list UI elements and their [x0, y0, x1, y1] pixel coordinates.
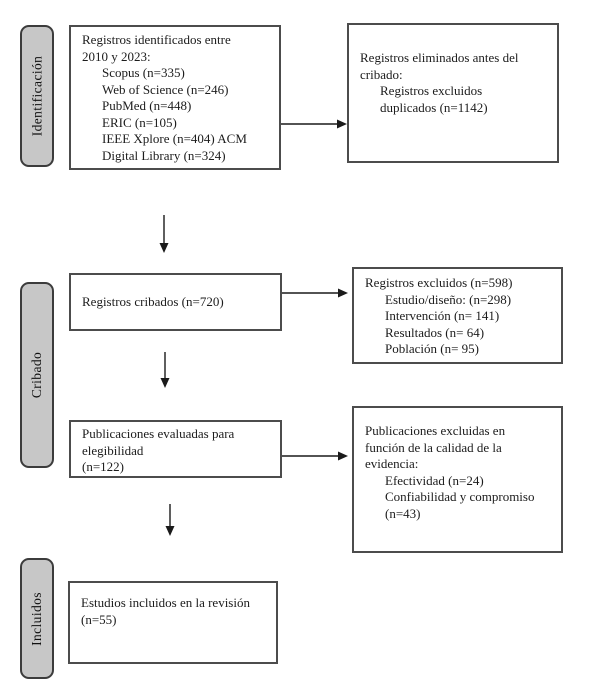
box-studies-included: Estudios incluidos en la revisión (n=55) — [68, 581, 278, 664]
box-text-item: Confiabilidad y compromiso — [385, 489, 535, 504]
box-text-item: IEEE Xplore (n=404) ACM — [102, 131, 247, 146]
box-publications-assessed: Publicaciones evaluadas para elegibilida… — [69, 420, 282, 478]
box-text-line: Registros excluidos (n=598) — [365, 275, 513, 290]
box-text-item: ERIC (n=105) — [102, 114, 177, 130]
box-text-item: Web of Science (n=246) — [102, 81, 229, 97]
box-text-item: PubMed (n=448) — [102, 98, 192, 113]
box-text-item: Población (n= 95) — [385, 341, 479, 356]
box-records-identified: Registros identificados entre 2010 y 202… — [69, 25, 281, 170]
stage-label-included: Incluidos — [20, 558, 54, 679]
box-text-item: Scopus (n=335) — [102, 65, 185, 80]
box-records-removed-before-screening: Registros eliminados antes del cribado: … — [347, 23, 559, 163]
box-text-line: Registros cribados (n=720) — [82, 293, 224, 309]
box-text-item: Efectividad (n=24) — [385, 472, 484, 488]
box-records-excluded: Registros excluidos (n=598) Estudio/dise… — [352, 267, 563, 364]
stage-label-text: Cribado — [29, 351, 45, 399]
box-text-line: (n=122) — [82, 459, 124, 474]
stage-label-text: Incluidos — [29, 591, 44, 646]
box-text-line: Publicaciones excluidas en — [365, 423, 506, 438]
box-text-line: 2010 y 2023: — [82, 48, 151, 64]
stage-label-identification: Identificación — [20, 25, 54, 167]
box-text-line: elegibilidad — [82, 442, 144, 458]
box-text-item: Resultados (n= 64) — [385, 324, 485, 340]
box-text-line: evidencia: — [365, 456, 419, 471]
box-text-item: Intervención (n= 141) — [385, 308, 500, 323]
stage-label-text: Identificación — [29, 55, 44, 137]
box-text-line: Registros identificados entre — [82, 32, 231, 47]
box-text-item: Estudio/diseño: (n=298) — [385, 291, 512, 307]
box-text-item: duplicados (n=1142) — [380, 99, 488, 115]
box-text-line: Estudios incluidos en la revisión — [81, 595, 250, 610]
box-text-line: Registros eliminados antes del — [360, 50, 519, 65]
box-text-line: cribado: — [360, 66, 403, 82]
box-text-item: Digital Library (n=324) — [102, 147, 226, 163]
box-records-screened: Registros cribados (n=720) — [69, 273, 282, 331]
box-text-line: función de la calidad de la — [365, 439, 502, 455]
box-publications-excluded-quality: Publicaciones excluidas en función de la… — [352, 406, 563, 553]
box-text-line: Publicaciones evaluadas para — [82, 426, 235, 441]
box-text-item: (n=43) — [385, 505, 421, 521]
stage-label-screening: Cribado — [20, 282, 54, 468]
box-text-line: (n=55) — [81, 611, 117, 627]
box-text-item: Registros excluidos — [380, 83, 483, 98]
